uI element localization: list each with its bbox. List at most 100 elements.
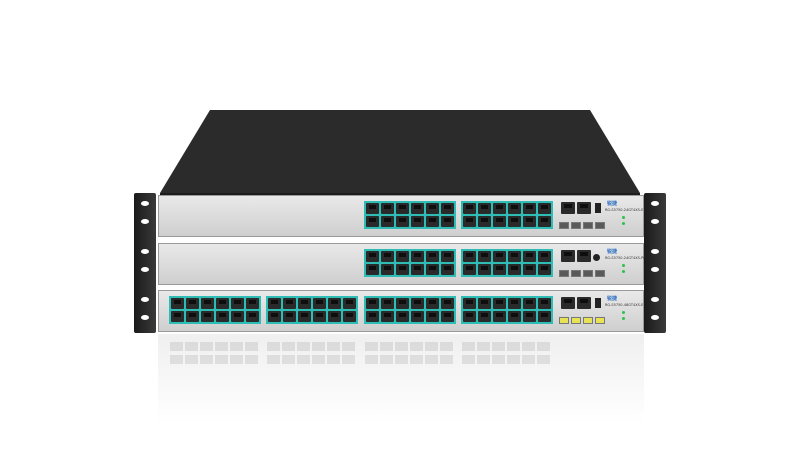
rj45-port xyxy=(216,311,229,322)
rj45-port xyxy=(478,203,491,214)
switch-top-cover xyxy=(160,110,640,197)
rj45-port xyxy=(538,203,551,214)
floor-reflection xyxy=(158,334,644,424)
rj45-port xyxy=(283,298,296,309)
reflected-port xyxy=(327,355,340,364)
reflected-port xyxy=(200,355,213,364)
reflected-port xyxy=(522,355,535,364)
rj45-port xyxy=(538,298,551,309)
reflected-port xyxy=(507,342,520,351)
rj45-port xyxy=(201,311,214,322)
reflected-port xyxy=(342,342,355,351)
reflected-port xyxy=(245,342,258,351)
port-group xyxy=(364,296,456,324)
rj45-port xyxy=(246,298,259,309)
status-led xyxy=(622,317,625,320)
rj45-port xyxy=(523,203,536,214)
usb-port xyxy=(595,203,601,213)
reflected-port xyxy=(230,355,243,364)
reflected-port xyxy=(477,355,490,364)
status-led xyxy=(622,216,625,219)
usb-port xyxy=(595,298,601,308)
reflected-port xyxy=(342,355,355,364)
model-label: RG-S5750-24GT4XS-E xyxy=(605,208,644,212)
rj45-port xyxy=(441,216,454,227)
rj45-port xyxy=(478,216,491,227)
rj45-port xyxy=(366,216,379,227)
rj45-port xyxy=(493,216,506,227)
rj45-port xyxy=(366,311,379,322)
reflected-port xyxy=(327,342,340,351)
status-led xyxy=(622,264,625,267)
reflected-port xyxy=(245,355,258,364)
rj45-port xyxy=(523,311,536,322)
model-label: RG-S5750-24GT4XS-PE xyxy=(605,256,646,260)
reflected-port xyxy=(537,342,550,351)
right-rack-ear xyxy=(644,193,666,333)
rj45-port xyxy=(298,311,311,322)
rj45-port xyxy=(411,251,424,262)
rj45-port xyxy=(366,264,379,275)
rj45-port xyxy=(216,298,229,309)
rj45-port xyxy=(171,311,184,322)
rj45-port xyxy=(411,216,424,227)
reflected-port xyxy=(507,355,520,364)
rj45-port xyxy=(396,203,409,214)
rj45-port xyxy=(463,251,476,262)
reflected-port xyxy=(297,342,310,351)
rj45-port xyxy=(396,264,409,275)
rj45-port xyxy=(441,251,454,262)
reflected-port xyxy=(365,342,378,351)
reflected-port xyxy=(365,355,378,364)
rj45-port xyxy=(441,264,454,275)
reflected-port xyxy=(267,355,280,364)
rj45-port xyxy=(396,216,409,227)
reflected-port xyxy=(312,342,325,351)
model-label: RG-S5750-48GT4XS-E xyxy=(605,303,644,307)
reflected-port xyxy=(215,342,228,351)
rj45-port xyxy=(478,264,491,275)
rj45-port xyxy=(508,264,521,275)
left-rack-ear xyxy=(134,193,156,333)
reflected-port xyxy=(492,342,505,351)
rj45-port xyxy=(366,298,379,309)
rj45-port xyxy=(523,251,536,262)
reflected-port xyxy=(537,355,550,364)
rj45-port xyxy=(313,311,326,322)
rj45-port xyxy=(538,251,551,262)
port-group xyxy=(461,296,553,324)
reflected-port xyxy=(425,355,438,364)
reflected-port xyxy=(297,355,310,364)
rj45-port xyxy=(493,264,506,275)
rj45-port xyxy=(426,311,439,322)
reflected-port xyxy=(312,355,325,364)
rj45-port xyxy=(283,311,296,322)
rj45-port xyxy=(508,311,521,322)
reflected-port xyxy=(522,342,535,351)
status-led xyxy=(622,270,625,273)
rj45-port xyxy=(478,251,491,262)
reflected-port xyxy=(267,342,280,351)
reflected-port xyxy=(440,342,453,351)
rj45-port xyxy=(508,251,521,262)
rj45-port xyxy=(508,203,521,214)
reset-button xyxy=(593,254,600,261)
reflected-port xyxy=(185,355,198,364)
reflected-port xyxy=(282,355,295,364)
reflected-port xyxy=(395,342,408,351)
rj45-port xyxy=(381,251,394,262)
rj45-port xyxy=(441,311,454,322)
brand-label: 锐捷 xyxy=(607,249,618,255)
reflected-port xyxy=(185,342,198,351)
rj45-port xyxy=(523,298,536,309)
sfp-ports xyxy=(559,317,605,324)
sfp-ports xyxy=(559,270,605,277)
rj45-port xyxy=(396,298,409,309)
reflected-port xyxy=(380,342,393,351)
reflected-port xyxy=(170,355,183,364)
reflected-port xyxy=(462,355,475,364)
rj45-port xyxy=(201,298,214,309)
port-group xyxy=(461,201,553,229)
rj45-port xyxy=(411,298,424,309)
rj45-port xyxy=(508,216,521,227)
